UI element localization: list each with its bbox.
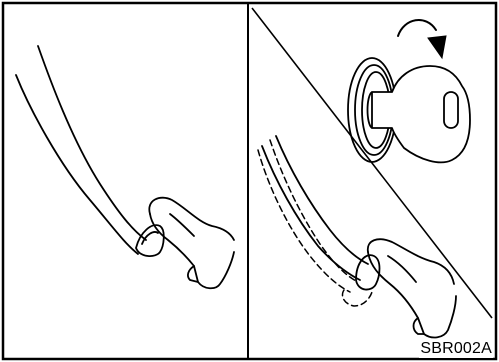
foot-icon <box>148 196 235 290</box>
pedal-icon <box>261 135 381 291</box>
foot-icon <box>366 238 457 339</box>
diagonal-divider <box>251 7 493 319</box>
ignition-key-icon <box>347 57 471 164</box>
left-panel <box>15 45 235 290</box>
pedal-icon <box>15 45 165 257</box>
pedal-initial-position <box>257 139 373 307</box>
right-panel <box>251 7 493 339</box>
rotation-arrow-icon <box>397 19 447 60</box>
figure-code: SBR002A <box>419 340 493 358</box>
